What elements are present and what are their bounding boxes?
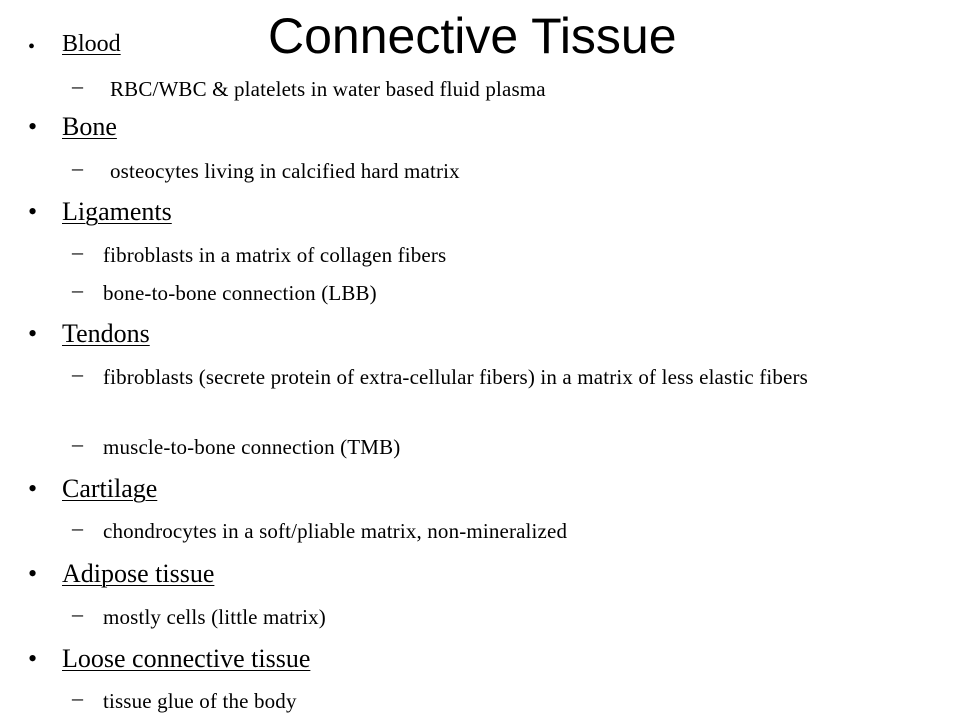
bullet-label: Loose connective tissue (62, 644, 311, 673)
bullet-dot-icon: • (28, 36, 36, 58)
bullet-label: Cartilage (62, 474, 158, 503)
bullet-dot-icon: • (28, 559, 38, 588)
bullet-dot-icon: • (28, 197, 38, 226)
dash-icon: – (72, 277, 83, 302)
bullet-dot-icon: • (28, 112, 38, 141)
bullet-label: Blood (62, 31, 121, 57)
sub-bullet-text: tissue glue of the body (103, 689, 297, 713)
dash-icon: – (72, 73, 83, 98)
sub-bullet-text: bone-to-bone connection (LBB) (103, 281, 377, 305)
sub-bullet-text: osteocytes living in calcified hard matr… (110, 159, 460, 183)
bullet-label: Ligaments (62, 197, 172, 226)
slide-title: Connective Tissue (268, 8, 677, 64)
sub-bullet-text: fibroblasts (secrete protein of extra-ce… (103, 365, 808, 389)
bullet-label: Adipose tissue (62, 559, 215, 588)
sub-bullet-text: mostly cells (little matrix) (103, 605, 326, 629)
dash-icon: – (72, 239, 83, 264)
bullet-label: Tendons (62, 319, 150, 348)
dash-icon: – (72, 361, 83, 386)
dash-icon: – (72, 155, 83, 180)
sub-bullet-text: fibroblasts in a matrix of collagen fibe… (103, 243, 447, 267)
sub-bullet-text: muscle-to-bone connection (TMB) (103, 435, 401, 459)
sub-bullet-text: chondrocytes in a soft/pliable matrix, n… (103, 519, 568, 543)
bullet-dot-icon: • (28, 319, 38, 348)
bullet-dot-icon: • (28, 644, 38, 673)
dash-icon: – (72, 515, 83, 540)
dash-icon: – (72, 431, 83, 456)
dash-icon: – (72, 601, 83, 626)
bullet-dot-icon: • (28, 474, 38, 503)
dash-icon: – (72, 685, 83, 710)
sub-bullet-text: RBC/WBC & platelets in water based fluid… (110, 77, 546, 101)
bullet-label: Bone (62, 112, 117, 141)
